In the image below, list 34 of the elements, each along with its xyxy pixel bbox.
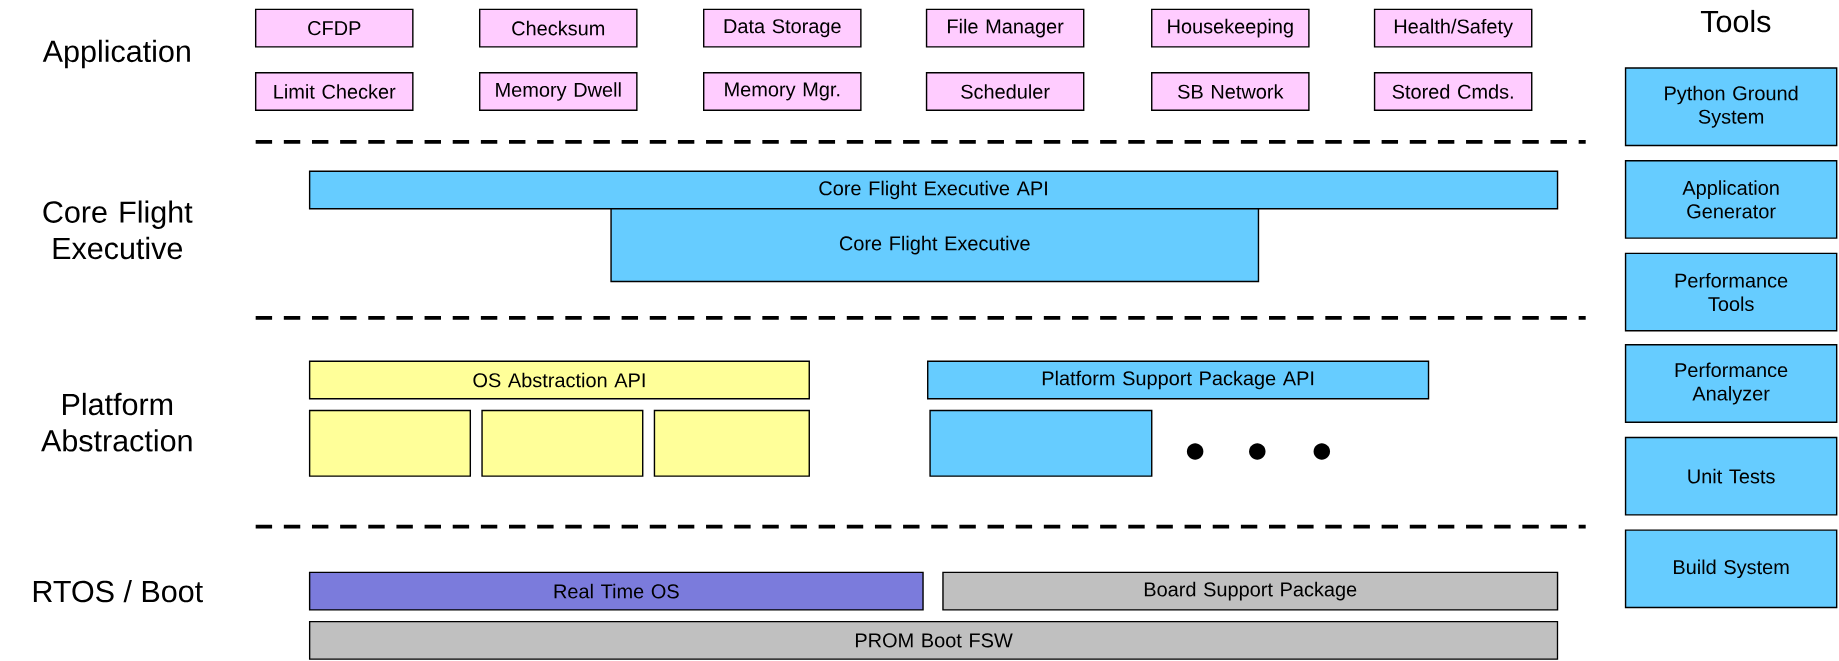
layer-label: RTOS / Boot (33, 579, 203, 603)
layer-label: Application (42, 39, 190, 68)
tool-box: Unit Tests (1624, 436, 1838, 516)
os-box (653, 409, 810, 477)
layer-bar: Real Time OS (308, 571, 924, 611)
layer-bar: PROM Boot FSW (308, 620, 1559, 660)
column-heading: Tools (1700, 9, 1771, 33)
layer-bar: Board Support Package (942, 571, 1559, 611)
tool-box: Application Generator (1624, 159, 1838, 239)
layer-label: Platform Abstraction (41, 392, 192, 452)
application-box: Health/Safety (1373, 8, 1533, 48)
application-box: Limit Checker (254, 71, 414, 111)
application-box: File Manager (925, 8, 1085, 48)
application-box: Checksum (479, 8, 638, 48)
application-box: Data Storage (703, 8, 862, 48)
api-bar: Platform Support Package API (927, 360, 1430, 400)
application-box: Scheduler (925, 71, 1085, 111)
application-box: Stored Cmds. (1373, 71, 1533, 111)
tool-box: Build System (1624, 529, 1838, 608)
tool-box: Python Ground System (1624, 67, 1838, 146)
os-box (481, 409, 644, 477)
tool-box: Performance Analyzer (1624, 343, 1838, 423)
api-bar: Core Flight Executive API (308, 170, 1559, 210)
application-box: SB Network (1151, 71, 1310, 111)
os-box (308, 409, 471, 477)
tool-box: Performance Tools (1624, 252, 1838, 332)
application-box: Housekeeping (1151, 8, 1310, 48)
application-box: Memory Dwell (479, 71, 638, 111)
layer-box: Core Flight Executive (610, 207, 1260, 282)
layer-label: Core Flight Executive (43, 200, 193, 259)
application-box: CFDP (254, 8, 414, 48)
platform-box (929, 409, 1153, 477)
api-bar: OS Abstraction API (308, 360, 810, 400)
application-box: Memory Mgr. (703, 71, 862, 111)
